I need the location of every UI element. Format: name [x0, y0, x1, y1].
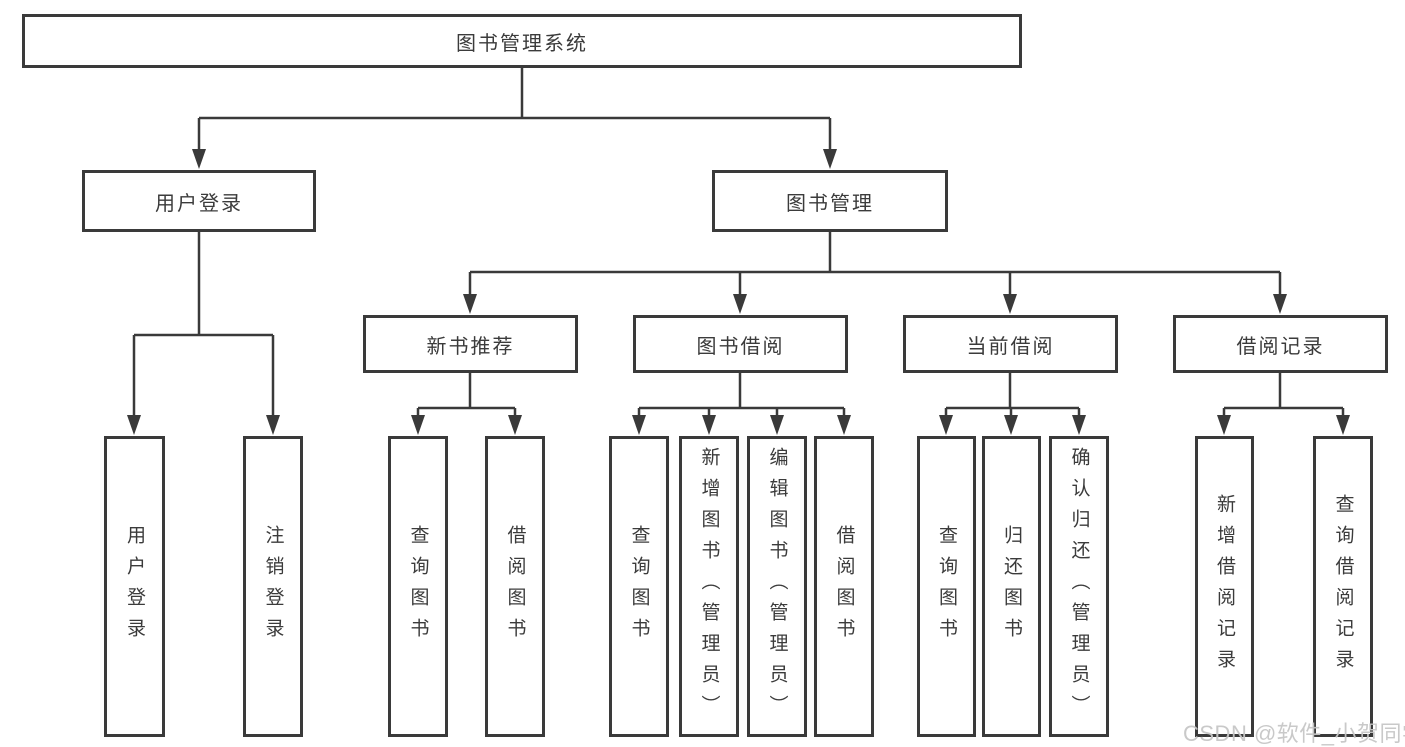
leaf-logout: 注销登录	[243, 436, 303, 737]
leaf-query-books-current-label: 查询图书	[936, 524, 957, 649]
node-user-login: 用户登录	[82, 170, 316, 232]
node-new-book-recommend-label: 新书推荐	[426, 335, 515, 358]
leaf-borrow-books-borrow: 借阅图书	[814, 436, 874, 737]
leaf-user-login: 用户登录	[104, 436, 165, 737]
leaf-return-book-label: 归还图书	[1001, 524, 1022, 649]
leaf-add-book-admin: 新增图书（管理员）	[679, 436, 739, 737]
leaf-confirm-return-admin-label: 确认归还（管理员）	[1068, 447, 1090, 726]
leaf-query-borrow-record: 查询借阅记录	[1313, 436, 1373, 737]
leaf-confirm-return-admin: 确认归还（管理员）	[1049, 436, 1109, 737]
csdn-watermark: CSDN @软件_小贺同学	[1183, 721, 1405, 746]
leaf-query-books-borrow-label: 查询图书	[628, 524, 650, 649]
leaf-user-login-label: 用户登录	[124, 524, 145, 649]
leaf-query-books-borrow: 查询图书	[609, 436, 669, 737]
node-borrow-records: 借阅记录	[1173, 315, 1388, 373]
leaf-add-book-admin-label: 新增图书（管理员）	[698, 447, 720, 726]
node-current-borrow: 当前借阅	[903, 315, 1118, 373]
leaf-edit-book-admin-label: 编辑图书（管理员）	[766, 447, 788, 726]
leaf-add-borrow-record-label: 新增借阅记录	[1214, 493, 1235, 680]
leaf-query-books-recommend: 查询图书	[388, 436, 448, 737]
node-user-login-label: 用户登录	[155, 192, 243, 215]
leaf-query-books-current: 查询图书	[917, 436, 976, 737]
node-book-management: 图书管理	[712, 170, 948, 232]
leaf-query-borrow-record-label: 查询借阅记录	[1332, 493, 1354, 680]
leaf-return-book: 归还图书	[982, 436, 1041, 737]
node-book-management-label: 图书管理	[786, 192, 874, 215]
leaf-query-books-recommend-label: 查询图书	[407, 524, 429, 649]
node-book-borrow-label: 图书借阅	[696, 335, 785, 358]
leaf-borrow-books-recommend-label: 借阅图书	[504, 524, 526, 649]
node-new-book-recommend: 新书推荐	[363, 315, 578, 373]
node-book-borrow: 图书借阅	[633, 315, 848, 373]
node-library-system-label: 图书管理系统	[456, 32, 588, 55]
leaf-add-borrow-record: 新增借阅记录	[1195, 436, 1254, 737]
node-borrow-records-label: 借阅记录	[1236, 335, 1325, 358]
leaf-borrow-books-borrow-label: 借阅图书	[833, 524, 855, 649]
leaf-borrow-books-recommend: 借阅图书	[485, 436, 545, 737]
node-current-borrow-label: 当前借阅	[966, 335, 1055, 358]
leaf-edit-book-admin: 编辑图书（管理员）	[747, 436, 807, 737]
node-library-system: 图书管理系统	[22, 14, 1022, 68]
arrowheads	[127, 149, 1350, 435]
leaf-logout-label: 注销登录	[262, 524, 284, 649]
